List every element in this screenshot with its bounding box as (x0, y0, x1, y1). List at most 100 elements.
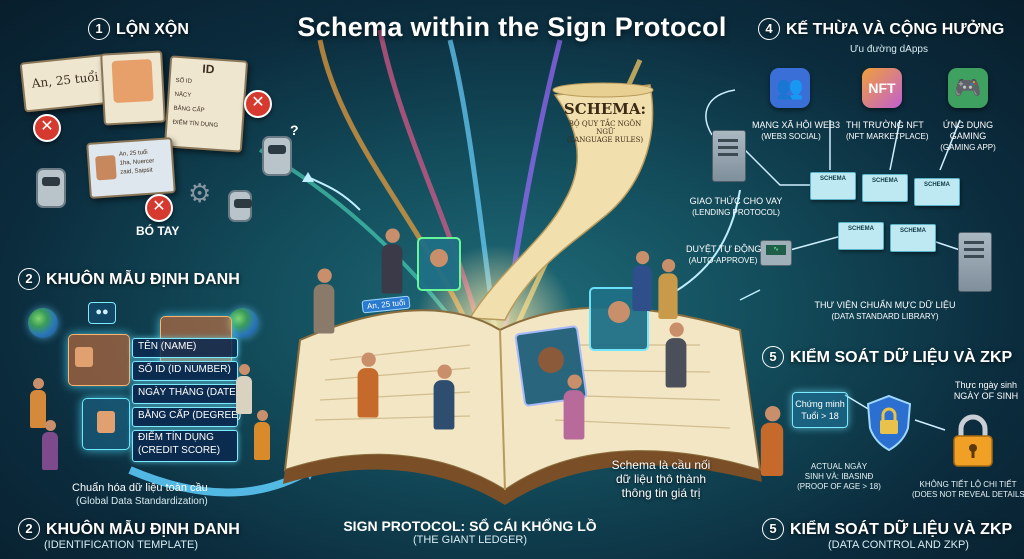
confused-robot-icon (36, 168, 66, 208)
section-5-bottom-title: KIỂM SOÁT DỮ LIỆU VÀ ZKP (790, 521, 1013, 538)
section-4-sub: Ưu đường dApps (850, 44, 928, 55)
person-figure (30, 378, 46, 428)
schema-node: SCHEMA (914, 178, 960, 206)
person-figure (254, 410, 270, 460)
person-figure (665, 322, 687, 388)
template-field-credit-line: ĐIỂM TÍN DỤNG (138, 432, 214, 443)
template-field-degree: BẰNG CẤP (DEGREE) (132, 407, 241, 427)
shield-lock-icon (866, 394, 912, 452)
globe-icon (228, 308, 258, 338)
section-4-heading: 4 KẾ THỪA VÀ CỘNG HƯỞNG (758, 18, 1004, 40)
actual-proof-label: ACTUAL NGÀY SINH VÀ: IBASINĐ (PROOF OF A… (794, 462, 884, 492)
gear-icon: ⚙ (188, 178, 212, 208)
no-detail-line: KHÔNG TIẾT LỘ CHI TIẾT (919, 480, 1017, 489)
dapp-label-line: (WEB3 SOCIAL) (761, 132, 821, 141)
person-figure (313, 268, 335, 334)
section-4-number: 4 (758, 18, 780, 40)
template-field-id: SỐ ID (ID NUMBER) (132, 361, 238, 381)
person-figure (42, 420, 58, 470)
ledger-sub: (THE GIANT LEDGER) (412, 534, 528, 546)
page-title: Schema within the Sign Protocol (297, 12, 727, 42)
auto-line: (AUTO-APPROVE) (688, 256, 758, 265)
bridge-caption: Schema là cầu nối dữ liệu thô thành thôn… (596, 458, 726, 500)
schema-scroll-line1: BỘ QUY TẮC NGÔN NGỮ (568, 120, 642, 136)
proof-line: Tuổi > 18 (801, 411, 839, 421)
portrait-icon (75, 347, 93, 367)
bridge-caption-line: Schema là cầu nối (611, 458, 711, 472)
server-icon (712, 130, 746, 182)
dapp-label-line: ỨNG DỤNG (942, 120, 994, 130)
dapp-web3-label: MẠNG XÃ HỘI WEB3 (WEB3 SOCIAL) (752, 120, 840, 142)
section-4-title: KẾ THỪA VÀ CỘNG HƯỞNG (786, 21, 1005, 38)
person-figure (357, 352, 379, 418)
library-line: (DATA STANDARD LIBRARY) (831, 312, 939, 321)
dapp-label-line: (NFT MARKETPLACE) (846, 132, 929, 141)
person-figure (760, 406, 784, 476)
person-figure (381, 228, 403, 294)
bridge-caption-line: thông tin giá trị (621, 486, 701, 500)
section-2-title: KHUÔN MẪU ĐỊNH DANH (46, 271, 240, 288)
template-field-credit: ĐIỂM TÍN DỤNG (CREDIT SCORE) (132, 430, 238, 462)
section-5-bottom-sub: (DATA CONTROL AND ZKP) (828, 539, 969, 551)
ledger-heading: SIGN PROTOCOL: SỔ CÁI KHỔNG LỒ (343, 518, 597, 534)
section-2-bottom-sub: (IDENTIFICATION TEMPLATE) (44, 539, 199, 551)
globe-icon (28, 308, 58, 338)
chat-bubble-icon: ●● (88, 302, 116, 324)
section-1-number: 1 (88, 18, 110, 40)
no-detail-line: (DOES NOT REVEAL DETAILS) (912, 490, 1024, 499)
schema-node: SCHEMA (810, 172, 856, 200)
data-library-label: THƯ VIỆN CHUẨN MỰC DỮ LIỆU (DATA STANDAR… (810, 300, 960, 322)
nft-icon: NFT (862, 68, 902, 108)
actual-line: NGÀY OF SINH (953, 391, 1019, 401)
identification-template-fields: TÊN (NAME) SỐ ID (ID NUMBER) NGÀY THÁNG … (132, 338, 241, 465)
section-5-bottom-number: 5 (762, 518, 784, 540)
schema-scroll-text: SCHEMA: BỘ QUY TẮC NGÔN NGỮ (LANGUAGE RU… (560, 100, 650, 144)
bridge-caption-line: dữ liệu thô thành (615, 472, 707, 486)
section-5-number: 5 (762, 346, 784, 368)
ledger-caption: SIGN PROTOCOL: SỔ CÁI KHỔNG LỒ (THE GIAN… (320, 518, 620, 546)
schema-node: SCHEMA (890, 224, 936, 252)
monitor-icon: ∿ (760, 240, 792, 266)
section-5-title: KIỂM SOÁT DỮ LIỆU VÀ ZKP (790, 349, 1013, 366)
dapp-label-line: THỊ TRƯỜNG NFT (846, 120, 924, 130)
auto-line: DUYỆT TỰ ĐỘNG (686, 244, 762, 254)
section-5-heading: 5 KIỂM SOÁT DỮ LIỆU VÀ ZKP (762, 346, 1012, 368)
dapp-gaming-label: ỨNG DỤNG GAMING (GAMING APP) (932, 120, 1004, 153)
template-id-card (82, 398, 130, 450)
person-figure (236, 364, 252, 414)
gamepad-icon: 🎮 (948, 68, 988, 108)
portrait-icon (97, 411, 115, 433)
person-figure (433, 364, 455, 430)
section-2-bottom-number: 2 (18, 518, 40, 540)
question-mark-icon: ? (290, 122, 299, 138)
error-x-icon: ✕ (244, 90, 272, 118)
error-x-icon: ✕ (145, 194, 173, 222)
actual-line: Thực ngày sinh (954, 380, 1018, 390)
template-field-name: TÊN (NAME) (132, 338, 238, 358)
dapp-label-line: (GAMING APP) (940, 143, 996, 152)
person-figure (632, 251, 652, 311)
person-figure (658, 259, 678, 319)
template-field-credit-line: (CREDIT SCORE) (138, 445, 221, 456)
lending-protocol-label: GIAO THỨC CHO VAY (LENDING PROTOCOL) (688, 196, 784, 218)
schema-node: SCHEMA (862, 174, 908, 202)
no-detail-label: KHÔNG TIẾT LỘ CHI TIẾT (DOES NOT REVEAL … (912, 480, 1024, 500)
schema-node: SCHEMA (838, 222, 884, 250)
confused-robot-icon (262, 136, 292, 176)
standardization-caption: Chuẩn hóa dữ liệu toàn cầu (72, 482, 208, 494)
server-icon (958, 232, 992, 292)
confused-robot-icon (228, 190, 252, 222)
schema-scroll-line2: (LANGUAGE RULES) (566, 136, 644, 144)
auto-approve-label: DUYỆT TỰ ĐỘNG (AUTO-APPROVE) (686, 244, 762, 266)
actual-proof-line: ACTUAL NGÀY (810, 462, 868, 471)
dapp-label-line: GAMING (949, 131, 987, 141)
people-icon: 👥 (770, 68, 810, 108)
proof-line: Chứng minh (795, 399, 845, 409)
template-field-date: NGÀY THÁNG (DATE) (132, 384, 239, 404)
template-id-card (68, 334, 130, 386)
bo-tay-label: BÓ TAY (136, 224, 180, 238)
padlock-icon (953, 414, 993, 467)
proof-of-age-panel: Chứng minh Tuổi > 18 (792, 392, 848, 428)
section-5-bottom-heading: 5 KIỂM SOÁT DỮ LIỆU VÀ ZKP (762, 518, 1012, 540)
